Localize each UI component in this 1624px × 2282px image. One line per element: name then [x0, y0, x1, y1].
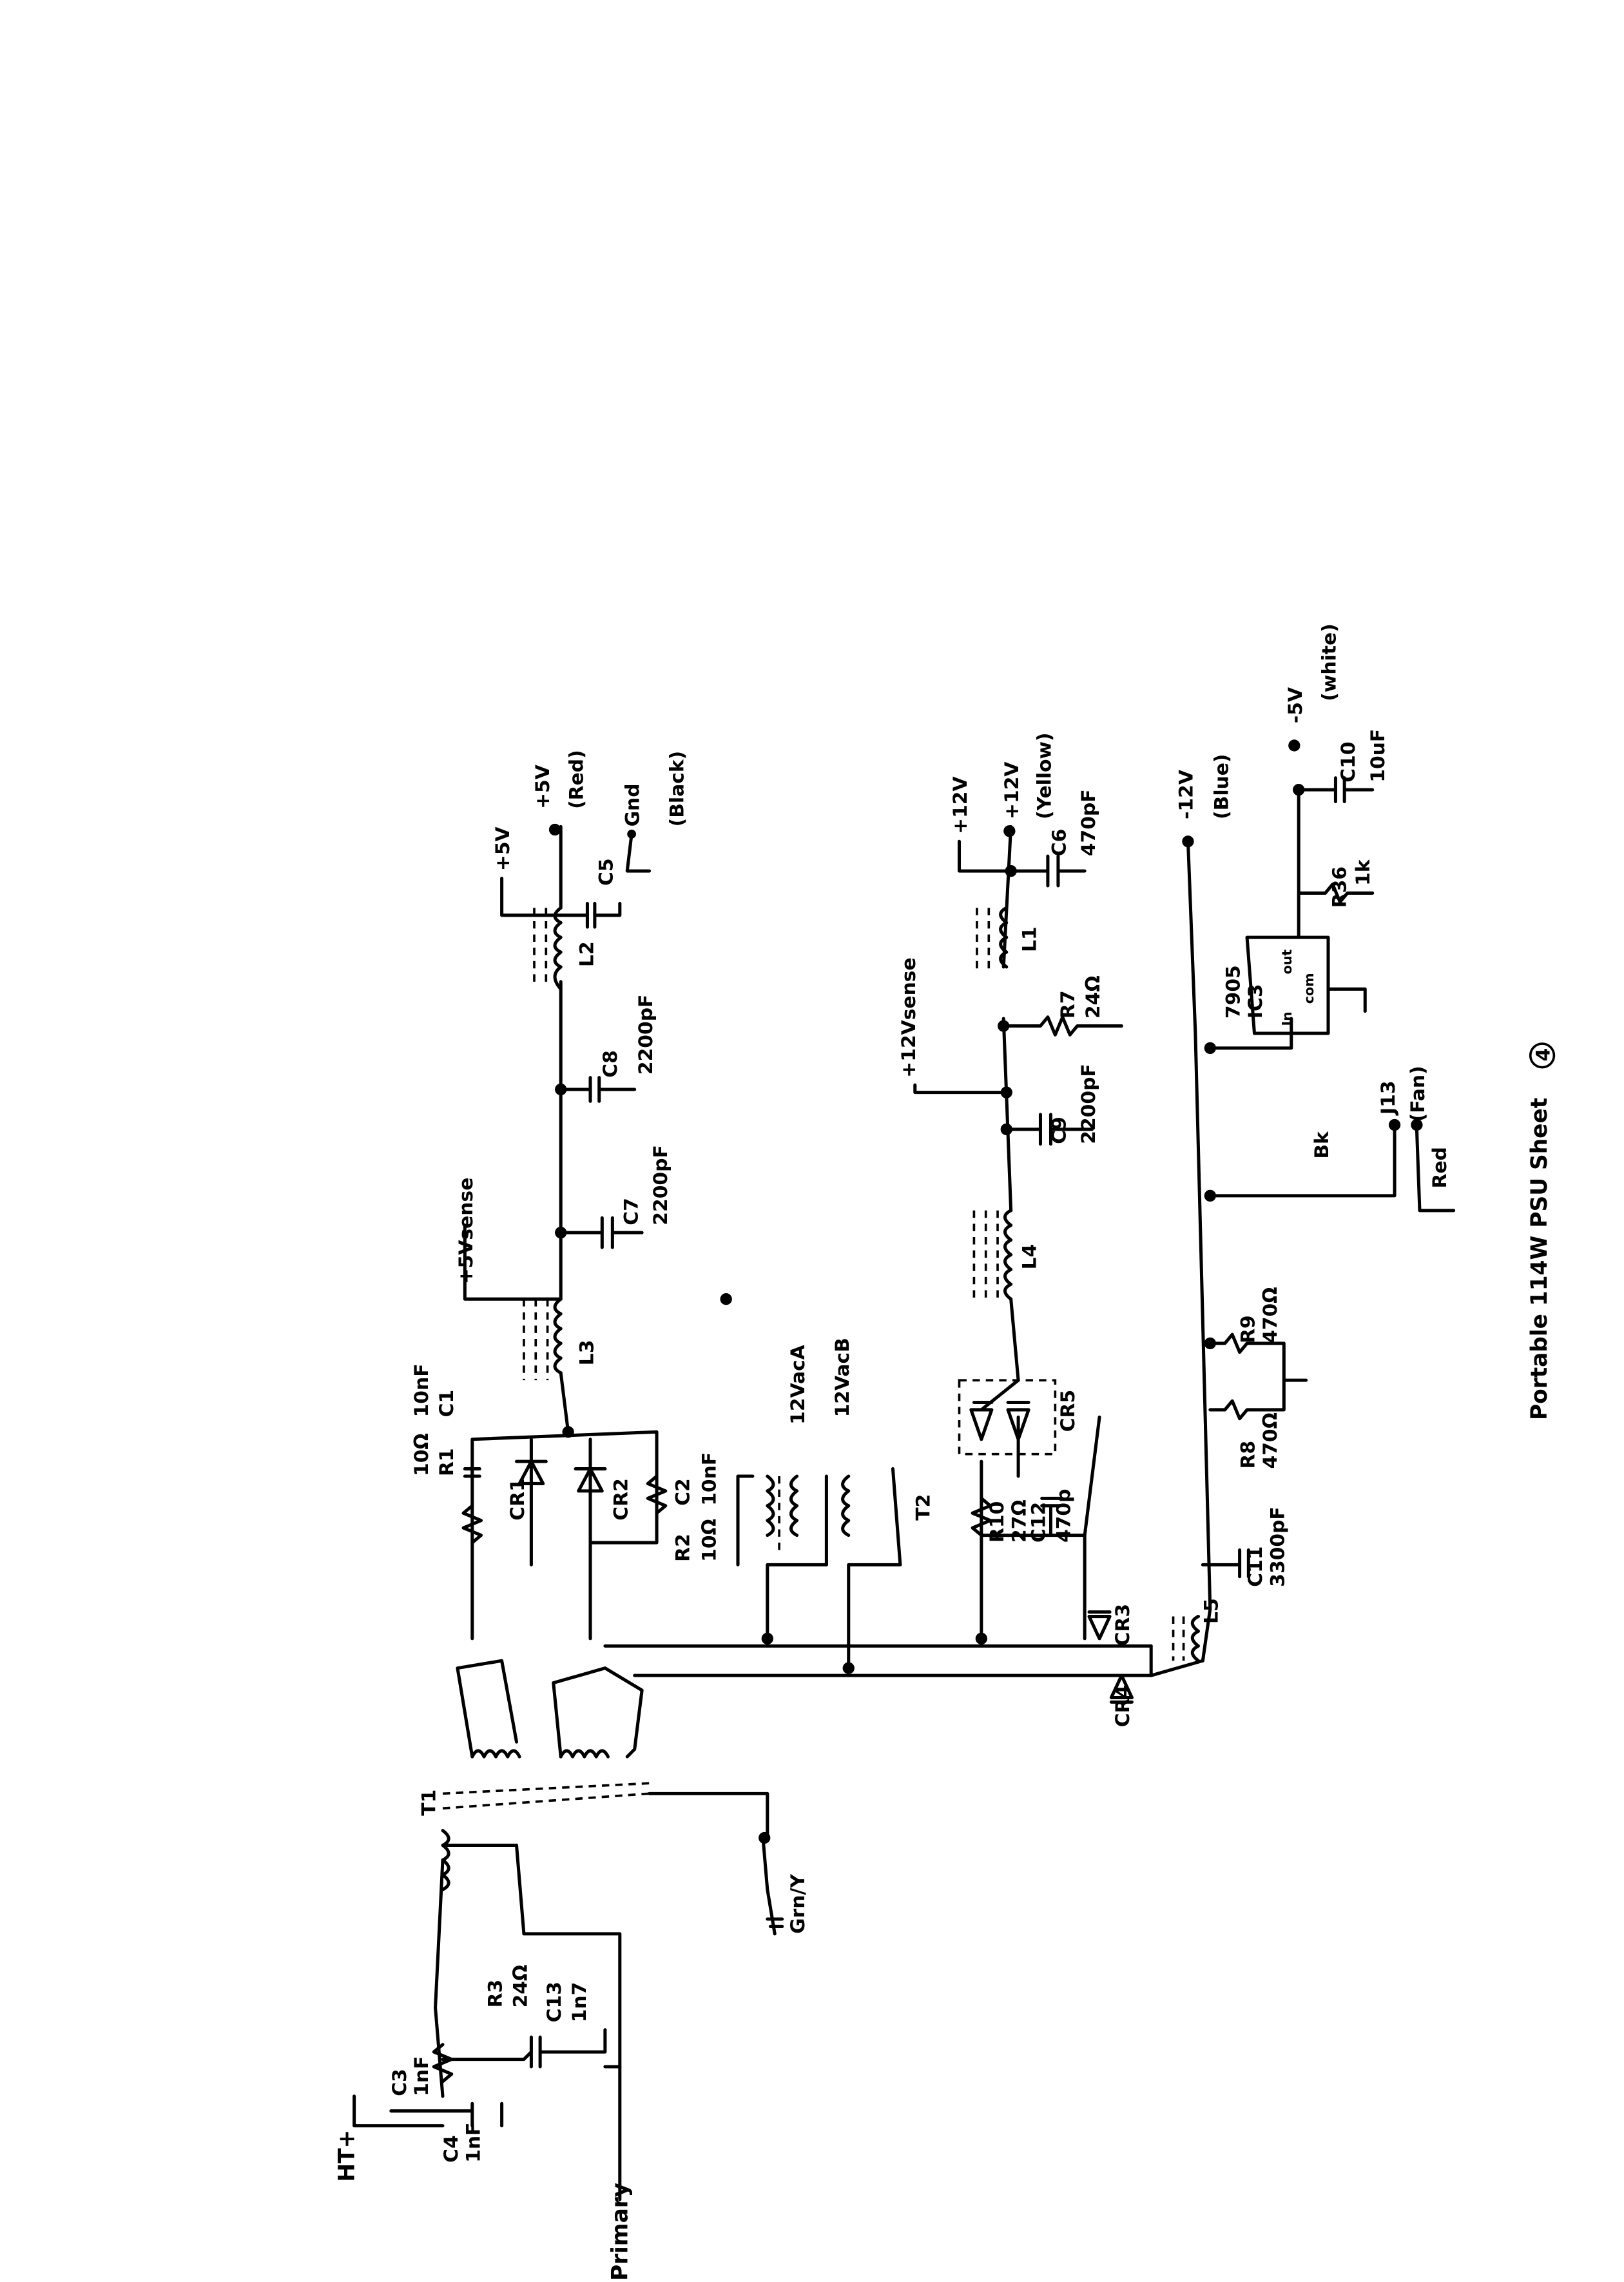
label-fan-color: (Fan) [1407, 1066, 1429, 1122]
label-cr2: CR2 [610, 1478, 632, 1520]
primary-network [353, 2028, 622, 2128]
label-fan-red: Red [1429, 1147, 1451, 1188]
label-r7-val: 24Ω [1082, 975, 1105, 1019]
label-title: Portable 114W PSU Sheet [1527, 1098, 1552, 1420]
label-c2-val: 10nF [699, 1452, 721, 1506]
label-c10-val: 10uF [1367, 729, 1389, 783]
label-c9: C9 [1048, 1117, 1070, 1144]
label-c2: C2 [672, 1478, 694, 1506]
label-c10: C10 [1337, 741, 1360, 782]
label-gnd-color: (Black) [666, 751, 688, 827]
label-fan: J13 [1377, 1080, 1400, 1116]
label-p5v-sense: +5Vsense [455, 1178, 478, 1285]
label-c11: C11 [1244, 1546, 1267, 1586]
label-r9: R9 [1237, 1315, 1260, 1343]
secondary-bus [603, 1415, 1153, 1677]
label-c6-val: 470pF [1078, 789, 1100, 856]
label-r2: R2 [672, 1534, 694, 1562]
label-c5: C5 [595, 858, 617, 886]
label-c1-val: 10nF [411, 1363, 433, 1417]
rail-5v [463, 823, 652, 1438]
label-c9-val: 2200pF [1078, 1064, 1100, 1144]
label-p12v-sense-out: +12V [949, 776, 972, 834]
label-p5v-sense-out: +5V [492, 826, 514, 871]
label-l3: L3 [576, 1340, 599, 1366]
label-r10-val: 27Ω [1009, 1499, 1031, 1543]
label-c4-val: 1nF [462, 2123, 485, 2163]
label-p5v-color: (Red) [566, 750, 588, 809]
label-t2: T2 [913, 1494, 935, 1521]
label-sheet-number: 4 [1532, 1048, 1555, 1062]
rail-m12v [1087, 739, 1456, 1704]
label-c8-val: 2200pF [635, 995, 657, 1075]
label-p12v-color: (Yellow) [1033, 732, 1056, 819]
label-c7: C7 [620, 1198, 643, 1225]
label-r8: R8 [1237, 1441, 1260, 1469]
label-c13: C13 [543, 1982, 566, 2022]
label-r10: R10 [986, 1501, 1009, 1543]
label-t2-a: 12VacA [787, 1345, 809, 1425]
label-fan-bk: Bk [1311, 1131, 1333, 1159]
label-c1: C1 [436, 1390, 458, 1418]
label-ic3-out: out [1279, 950, 1295, 975]
label-r36: R36 [1328, 866, 1351, 908]
label-r1: R1 [436, 1448, 458, 1476]
label-c3: C3 [389, 2069, 411, 2096]
label-r1-val: 10Ω [411, 1433, 433, 1476]
label-ic3-ref: IC3 [1244, 984, 1267, 1019]
label-p5v: +5V [532, 765, 554, 809]
label-cr1: CR1 [507, 1478, 529, 1520]
label-m12v: -12V [1175, 770, 1197, 819]
label-c11-val: 3300pF [1266, 1507, 1289, 1586]
label-cr3: CR3 [1112, 1604, 1134, 1646]
label-m12v-color: (Blue) [1210, 754, 1233, 819]
label-c3-val: 1nF [411, 2056, 433, 2096]
label-r36-val: 1k [1352, 859, 1375, 886]
label-c8: C8 [599, 1050, 622, 1078]
labels: Portable 114W PSU Sheet 4 +5V (Red) Gnd … [334, 623, 1555, 2281]
label-m5v-color: (white) [1318, 623, 1340, 701]
label-p12v-sense: +12Vsense [898, 957, 920, 1077]
label-l1: L1 [1019, 926, 1041, 952]
label-p12v: +12V [1001, 762, 1023, 819]
label-cr5: CR5 [1057, 1390, 1079, 1432]
label-l4: L4 [1019, 1244, 1041, 1270]
label-c12-val: 470p [1052, 1489, 1075, 1543]
label-l2: L2 [576, 941, 599, 967]
label-t2-b: 12VacB [831, 1338, 854, 1417]
label-c12: C12 [1027, 1502, 1050, 1543]
label-c6: C6 [1048, 829, 1070, 857]
label-r3-val: 24Ω [510, 1965, 532, 2008]
transformer-t1 [434, 1659, 784, 2201]
label-m5v: -5V [1284, 687, 1307, 723]
label-c7-val: 2200pF [650, 1145, 672, 1225]
label-cr4: CR4 [1112, 1685, 1134, 1727]
rectifier-5v [461, 1430, 668, 1641]
label-r7: R7 [1057, 990, 1079, 1019]
label-ic3-in: In [1279, 1011, 1295, 1026]
label-gnd: Gnd [622, 783, 644, 826]
label-r2-val: 10Ω [699, 1519, 721, 1562]
label-c4: C4 [440, 2135, 463, 2163]
label-r8-val: 470Ω [1259, 1412, 1282, 1468]
label-primary: Primary [607, 2183, 633, 2281]
label-t1: T1 [418, 1790, 441, 1816]
label-l5: L5 [1200, 1598, 1223, 1624]
rail-12v [913, 824, 1123, 1537]
label-ht-plus: HT+ [334, 2130, 360, 2182]
label-grn-y: Grn/Y [787, 1874, 809, 1934]
label-ic3-com: com [1301, 973, 1317, 1004]
label-r9-val: 470Ω [1259, 1287, 1282, 1343]
label-r3: R3 [485, 1980, 507, 2008]
label-ic3: 7905 [1223, 965, 1245, 1019]
label-c13-val: 1n7 [568, 1982, 591, 2023]
